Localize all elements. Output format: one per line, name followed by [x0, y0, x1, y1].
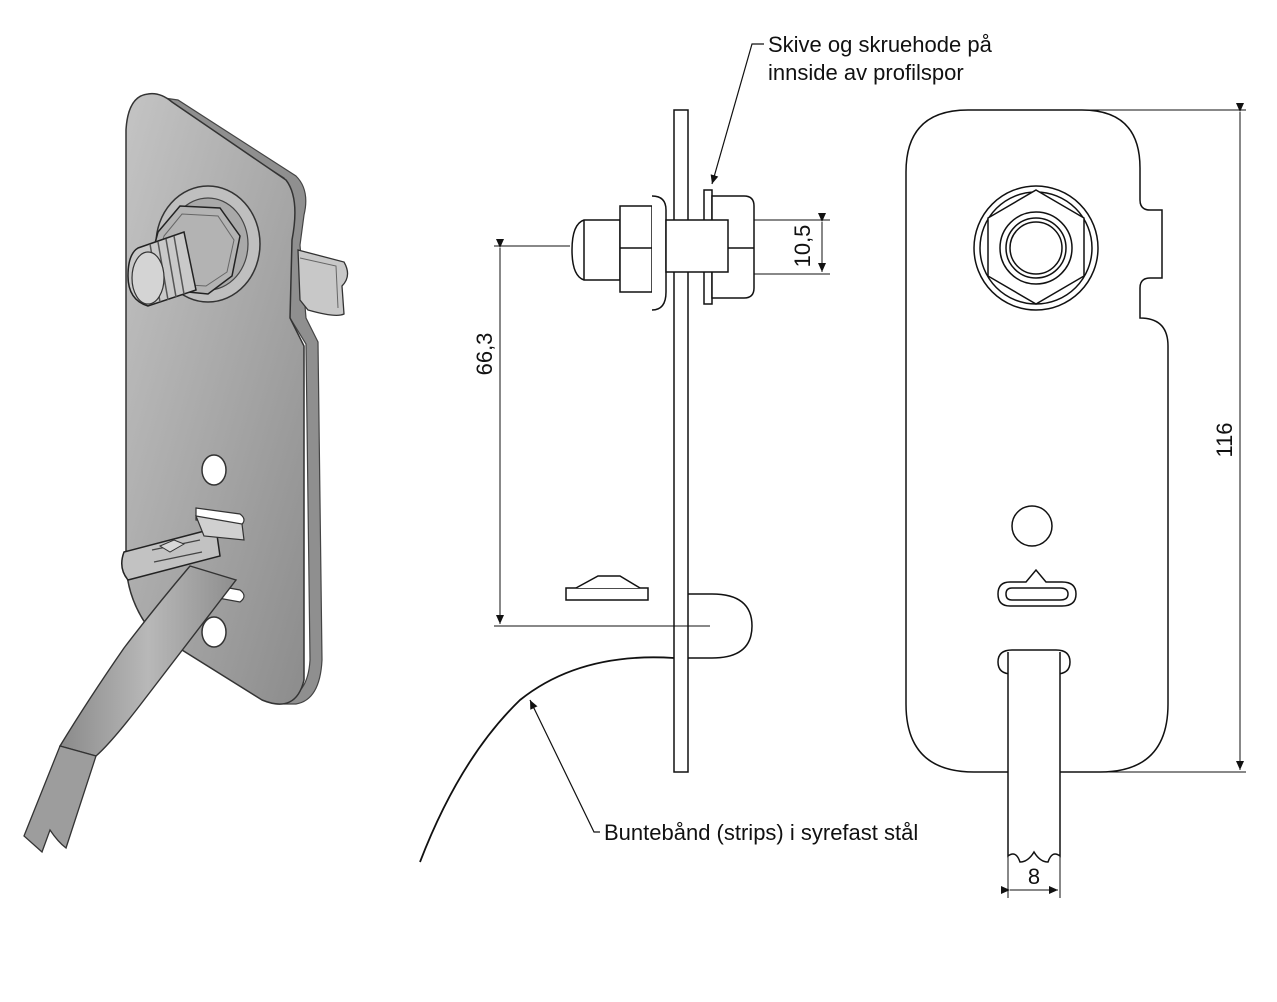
side-plate	[673, 109, 689, 773]
dimension-lines	[494, 103, 1246, 898]
front-view	[905, 109, 1169, 863]
dim-strap-width: 8	[1028, 864, 1040, 889]
strap-note: Buntebånd (strips) i syrefast stål	[604, 820, 918, 845]
washer-note-line2: innside av profilspor	[768, 60, 964, 85]
side-view	[419, 109, 755, 863]
side-strap-loop	[688, 593, 753, 659]
strap-buckle	[121, 515, 245, 581]
dim-total-height: 116	[1212, 422, 1237, 457]
isometric-view	[23, 92, 349, 854]
leader-lines	[529, 43, 764, 833]
dim-bolt-height: 10,5	[790, 225, 815, 268]
bolt-thread	[127, 231, 197, 307]
front-buckle	[997, 568, 1077, 607]
washer-note-line1: Skive og skruehode på	[768, 32, 993, 57]
front-strap	[1007, 652, 1061, 863]
plate-tab	[297, 249, 349, 316]
front-washer	[973, 185, 1099, 311]
front-hole	[1011, 505, 1053, 547]
upper-hole	[201, 454, 227, 486]
front-plate	[905, 109, 1169, 773]
dim-bolt-to-strap: 66,3	[472, 333, 497, 376]
lower-hole	[201, 616, 227, 648]
